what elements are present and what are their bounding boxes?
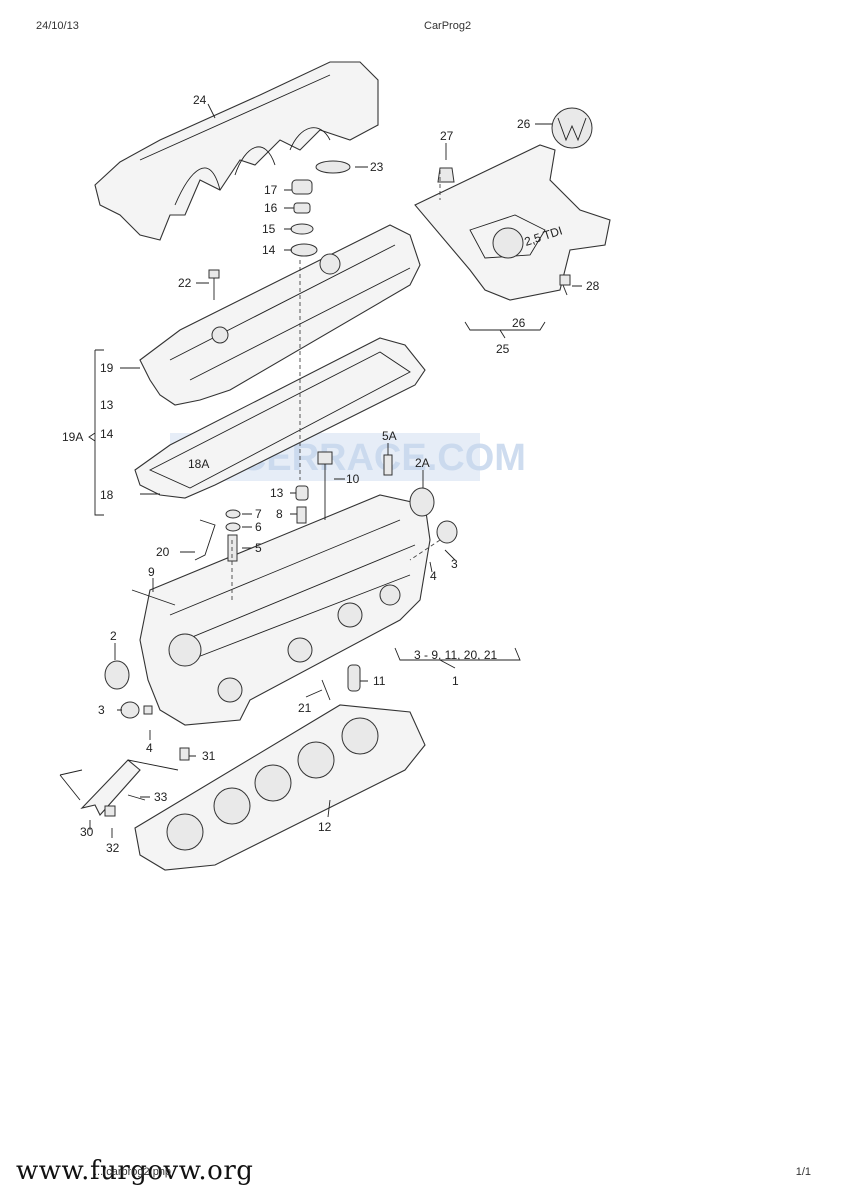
seal-2 xyxy=(104,660,130,690)
washer-6 xyxy=(225,522,241,532)
bolt-31 xyxy=(179,747,190,761)
callout-2A: 2A xyxy=(415,456,430,470)
seal-13 xyxy=(295,485,309,501)
header-title: CarProg2 xyxy=(424,20,472,32)
callout-17: 17 xyxy=(264,183,278,197)
callout-23: 23 xyxy=(370,160,384,174)
callout-7: 7 xyxy=(255,507,262,521)
callout-12: 12 xyxy=(318,820,332,834)
bolt-22 xyxy=(208,269,220,300)
stud-5 xyxy=(227,534,238,562)
callout-14: 14 xyxy=(262,243,276,257)
callout-13: 13 xyxy=(270,486,284,500)
bolt-5A xyxy=(383,454,393,476)
callout-5A: 5A xyxy=(382,429,397,443)
callout-33: 33 xyxy=(154,790,168,804)
bolt-32 xyxy=(104,805,116,817)
callout-8: 8 xyxy=(276,507,283,521)
callout-13-top: 13 xyxy=(100,398,114,412)
callout-19: 19 xyxy=(100,361,114,375)
guide-11 xyxy=(347,664,361,692)
callout-6: 6 xyxy=(255,520,262,534)
stud-21 xyxy=(321,679,331,701)
callout-24: 24 xyxy=(193,93,207,107)
callout-20: 20 xyxy=(156,545,170,559)
plug-3-left xyxy=(120,701,140,719)
callout-18: 18 xyxy=(100,488,114,502)
engine-cover-part xyxy=(94,61,379,241)
callout-19A: 19A xyxy=(62,430,83,444)
callout-4-left: 4 xyxy=(146,741,153,755)
callout-28: 28 xyxy=(586,279,600,293)
callout-3-right: 3 xyxy=(451,557,458,571)
callout-16: 16 xyxy=(264,201,278,215)
valve-cover-gasket xyxy=(134,337,426,499)
callout-21: 21 xyxy=(298,701,312,715)
callout-5: 5 xyxy=(255,541,262,555)
nut-27 xyxy=(437,167,455,183)
callout-26-group: 26 xyxy=(512,316,526,330)
callout-11: 11 xyxy=(373,674,386,688)
vw-logo-part xyxy=(551,107,593,149)
valve-8 xyxy=(296,506,307,524)
callout-27: 27 xyxy=(440,129,454,143)
nut-7 xyxy=(225,509,241,519)
callout-2: 2 xyxy=(110,629,117,643)
callout-31: 31 xyxy=(202,749,216,763)
cylinder-head-part xyxy=(139,494,431,726)
nut-washer-stack xyxy=(290,179,318,257)
callout-15: 15 xyxy=(262,222,276,236)
bolt-28 xyxy=(559,274,571,296)
callout-18A: 18A xyxy=(188,457,209,471)
stud-9 xyxy=(131,589,176,606)
footer-url: .../carprog2.php xyxy=(94,1166,172,1178)
callout-9: 9 xyxy=(148,565,155,579)
callout-25: 25 xyxy=(496,342,510,356)
footer-page-number: 1/1 xyxy=(795,1166,811,1178)
stud-4-left xyxy=(143,705,153,715)
bracket-30 xyxy=(80,759,179,816)
side-cover-part: 2,5 TDI xyxy=(414,144,611,301)
seal-2A xyxy=(409,487,435,517)
callout-10: 10 xyxy=(346,472,360,486)
callout-22: 22 xyxy=(178,276,192,290)
callout-30: 30 xyxy=(80,825,94,839)
callout-26: 26 xyxy=(517,117,531,131)
callout-32: 32 xyxy=(106,841,120,855)
plug-3 xyxy=(436,520,458,544)
head-gasket-part xyxy=(134,704,426,871)
callout-3-left: 3 xyxy=(98,703,105,717)
callout-1-group: 3 - 9, 11, 20, 21 xyxy=(414,648,497,662)
callout-4-right: 4 xyxy=(430,569,437,583)
head-bolt-10 xyxy=(317,451,333,520)
header-date: 24/10/13 xyxy=(36,20,79,32)
stud-33 xyxy=(127,794,146,801)
pipe-20 xyxy=(194,519,216,561)
callout-1: 1 xyxy=(452,674,459,688)
grommet-part xyxy=(315,160,351,174)
callout-14-bracket: 14 xyxy=(100,427,114,441)
footer-watermark: www.furgovw.org xyxy=(16,1156,254,1186)
